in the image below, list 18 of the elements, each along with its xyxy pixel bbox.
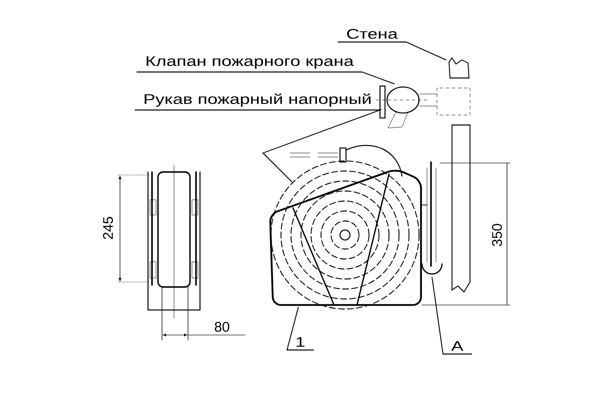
dimension-text: 350 [492, 224, 502, 246]
wall-symbol-drawing [448, 57, 470, 78]
bracket-drawing [420, 161, 443, 275]
dimension-text: 245 [103, 216, 113, 239]
dimension-text: 80 [214, 322, 230, 332]
valve-drawing [376, 86, 470, 128]
callout-number: 1 [296, 337, 304, 347]
cabinet-drawing [269, 170, 422, 306]
leader-line [286, 306, 314, 350]
leader-line [338, 42, 446, 60]
leader-line [134, 110, 382, 182]
leader-label: Рукав пожарный напорный [144, 94, 370, 107]
leader-label: Клапан пожарного крана [146, 56, 354, 69]
leader-line [432, 276, 472, 354]
hose-drawing [270, 144, 420, 310]
leader-label: Стена [347, 28, 398, 39]
leader-line [136, 72, 395, 84]
callout-letter: А [451, 341, 464, 351]
